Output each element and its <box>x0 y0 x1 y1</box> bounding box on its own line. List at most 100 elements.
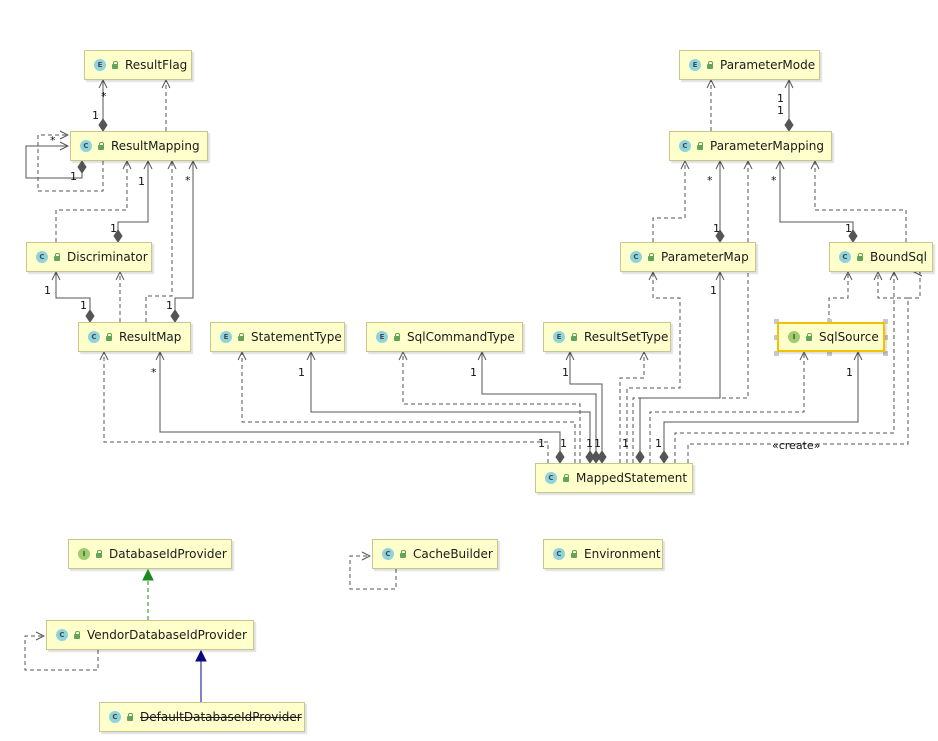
lock-icon <box>105 333 113 341</box>
mult-label: 1 <box>538 437 545 450</box>
mult-label: 1 <box>80 299 87 312</box>
edge-mapped-resultmap-comp <box>160 352 560 463</box>
node-parametermapping[interactable]: C ParameterMapping <box>669 131 832 161</box>
mult-label: * <box>151 366 157 379</box>
class-icon: C <box>109 711 121 723</box>
edge-mapped-boundsql-dep2 <box>908 272 920 299</box>
node-defaultdatabaseidprovider[interactable]: C DefaultDatabaseIdProvider <box>99 702 305 732</box>
node-label: ResultMap <box>119 330 182 344</box>
mult-label: 1 <box>562 366 569 379</box>
edge-mapped-sqlcommandtype-dep <box>403 352 581 463</box>
node-label: ParameterMode <box>720 58 816 72</box>
mult-label: 1 <box>166 299 173 312</box>
node-label: SqlCommandType <box>407 330 515 344</box>
lock-icon <box>111 61 119 69</box>
edge-mapped-boundsql-create <box>674 272 894 463</box>
enum-icon: E <box>94 59 106 71</box>
class-icon: C <box>382 548 394 560</box>
node-resultsettype[interactable]: E ResultSetType <box>543 322 671 352</box>
node-statementtype[interactable]: E StatementType <box>210 322 345 352</box>
mult-label: 1 <box>655 437 662 450</box>
lock-icon <box>706 61 714 69</box>
edge-resultmap-resultmapping-comp <box>175 161 193 322</box>
node-label: SqlSource <box>819 330 879 344</box>
node-environment[interactable]: C Environment <box>543 539 663 569</box>
mult-label: 1 <box>298 366 305 379</box>
edge-mapped-statementtype-dep <box>242 352 576 463</box>
edge-mapped-boundsql-dep <box>687 272 909 463</box>
interface-icon: I <box>788 331 800 343</box>
lock-icon <box>856 253 864 261</box>
node-boundsql[interactable]: C BoundSql <box>829 242 933 272</box>
node-label: ResultMapping <box>111 139 200 153</box>
node-parametermap[interactable]: C ParameterMap <box>620 242 756 272</box>
class-icon: C <box>88 331 100 343</box>
mult-label: 1 <box>777 104 784 117</box>
lock-icon <box>95 550 103 558</box>
mult-label: 1 <box>846 366 853 379</box>
lock-icon <box>126 713 134 721</box>
mult-label: 1 <box>594 437 601 450</box>
mult-label: 1 <box>110 222 117 235</box>
lock-icon <box>393 333 401 341</box>
node-label-deprecated: DefaultDatabaseIdProvider <box>140 710 302 724</box>
mult-label: 1 <box>713 222 720 235</box>
node-parametermode[interactable]: E ParameterMode <box>679 50 820 80</box>
node-sqlcommandtype[interactable]: E SqlCommandType <box>366 322 523 352</box>
node-sqlsource[interactable]: I SqlSource <box>777 322 885 352</box>
enum-icon: E <box>689 59 701 71</box>
node-label: Environment <box>584 547 661 561</box>
mult-label: * <box>185 174 191 187</box>
edge-resultmapping-self-comp <box>25 146 82 179</box>
edge-mapped-sqlsource-comp <box>664 352 858 463</box>
class-icon: C <box>839 251 851 263</box>
create-label: «create» <box>772 439 820 452</box>
lock-icon <box>696 142 704 150</box>
edge-mapped-resultsettype-comp <box>570 352 602 463</box>
node-label: BoundSql <box>870 250 927 264</box>
class-icon: C <box>56 629 68 641</box>
mult-label: 1 <box>622 437 629 450</box>
mult-label: 1 <box>92 109 99 122</box>
node-resultflag[interactable]: E ResultFlag <box>84 50 192 80</box>
node-label: ParameterMapping <box>710 139 824 153</box>
lock-icon <box>570 333 578 341</box>
selection-handles <box>774 319 888 356</box>
edge-boundsql-parammapping-comp <box>780 161 853 242</box>
edge-resultmap-resultmapping-dep <box>145 161 172 322</box>
node-label: CacheBuilder <box>413 547 493 561</box>
class-icon: C <box>553 548 565 560</box>
node-discriminator[interactable]: C Discriminator <box>26 242 152 272</box>
node-cachebuilder[interactable]: C CacheBuilder <box>372 539 498 569</box>
edge-mapped-resultmap-dep <box>104 352 549 463</box>
class-icon: C <box>630 251 642 263</box>
node-label: ParameterMap <box>661 250 749 264</box>
lock-icon <box>73 631 81 639</box>
edge-resultmapping-self-dep <box>37 135 104 192</box>
edge-vendor-self-dep <box>24 636 99 671</box>
edge-cachebuilder-self-dep <box>349 556 397 590</box>
node-label: Discriminator <box>67 250 148 264</box>
mult-label: 1 <box>560 437 567 450</box>
lock-icon <box>97 142 105 150</box>
lock-icon <box>399 550 407 558</box>
node-resultmapping[interactable]: C ResultMapping <box>70 131 208 161</box>
class-icon: C <box>36 251 48 263</box>
node-databaseidprovider[interactable]: I DatabaseIdProvider <box>68 539 232 569</box>
class-icon: C <box>80 140 92 152</box>
lock-icon <box>53 253 61 261</box>
mult-label: * <box>707 174 713 187</box>
node-label: ResultFlag <box>125 58 188 72</box>
edge-parammap-parammapping-dep <box>652 161 685 242</box>
interface-icon: I <box>78 548 90 560</box>
node-mappedstatement[interactable]: C MappedStatement <box>535 463 693 493</box>
mult-label: 1 <box>470 366 477 379</box>
edge-sqlsource-boundsql-dep <box>828 272 848 322</box>
node-resultmap[interactable]: C ResultMap <box>78 322 191 352</box>
edge-mapped-parammap-dep <box>626 272 681 463</box>
node-vendordatabaseidprovider[interactable]: C VendorDatabaseIdProvider <box>46 620 254 650</box>
node-label: StatementType <box>251 330 342 344</box>
mult-label: * <box>50 134 56 147</box>
mult-label: 1 <box>845 222 852 235</box>
